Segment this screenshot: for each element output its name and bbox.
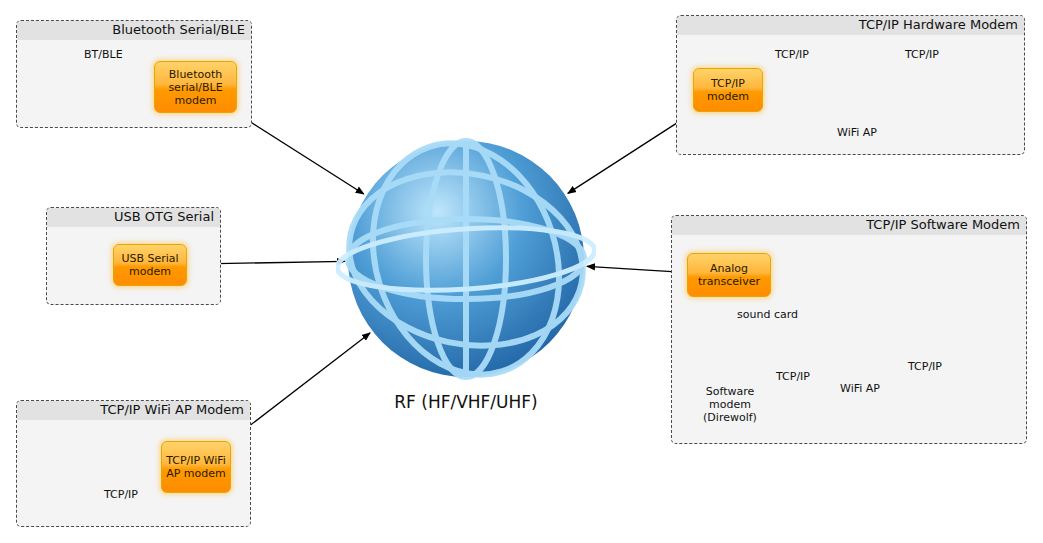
group-heading: TCP/IP Software Modem [672,216,1026,235]
rf-link [587,266,684,272]
link-label: TCP/IP [908,360,942,373]
rf-label: RF (HF/VHF/UHF) [296,392,636,412]
modem-box: USB Serial modem [113,244,187,286]
globe-illustration [336,128,596,390]
link-label: TCP/IP [776,370,810,383]
rf-link [232,333,370,439]
modem-box: TCP/IP WiFi AP modem [161,441,231,493]
rf-link [239,115,364,194]
modem-label: TCP/IP WiFi AP modem [166,454,226,480]
rf-globe: RF (HF/VHF/UHF) [336,128,596,390]
link-label: Software modem (Direwolf) [690,385,770,424]
link-label: WiFi AP [840,382,880,395]
link-label: TCP/IP [905,48,939,61]
modem-box: Bluetooth serial/BLE modem [154,61,237,113]
group-heading: USB OTG Serial [47,208,220,227]
modem-box: TCP/IP modem [693,68,763,112]
link-label: BT/BLE [84,48,123,61]
modem-label: USB Serial modem [118,252,182,278]
group-heading: TCP/IP Hardware Modem [677,16,1024,35]
group-panel: Bluetooth Serial/BLE Bluetooth serial/BLE… [16,20,252,128]
link-label: WiFi AP [837,126,877,139]
modem-label: Analog transceiver [692,262,766,288]
group-panel: TCP/IP WiFi AP ModemTCP/IP WiFi AP modem [16,400,251,527]
link-label: TCP/IP [104,488,138,501]
modem-label: Bluetooth serial/BLE modem [159,68,232,107]
modem-label: TCP/IP modem [698,77,758,103]
link-label: sound card [737,308,798,321]
modem-box: Analog transceiver [687,253,771,297]
group-heading: TCP/IP WiFi AP Modem [17,401,250,420]
link-label: TCP/IP [775,48,809,61]
rf-link [568,114,692,194]
group-heading: Bluetooth Serial/BLE [17,21,251,40]
group-panel: USB OTG SerialUSB Serial modem [46,207,221,305]
